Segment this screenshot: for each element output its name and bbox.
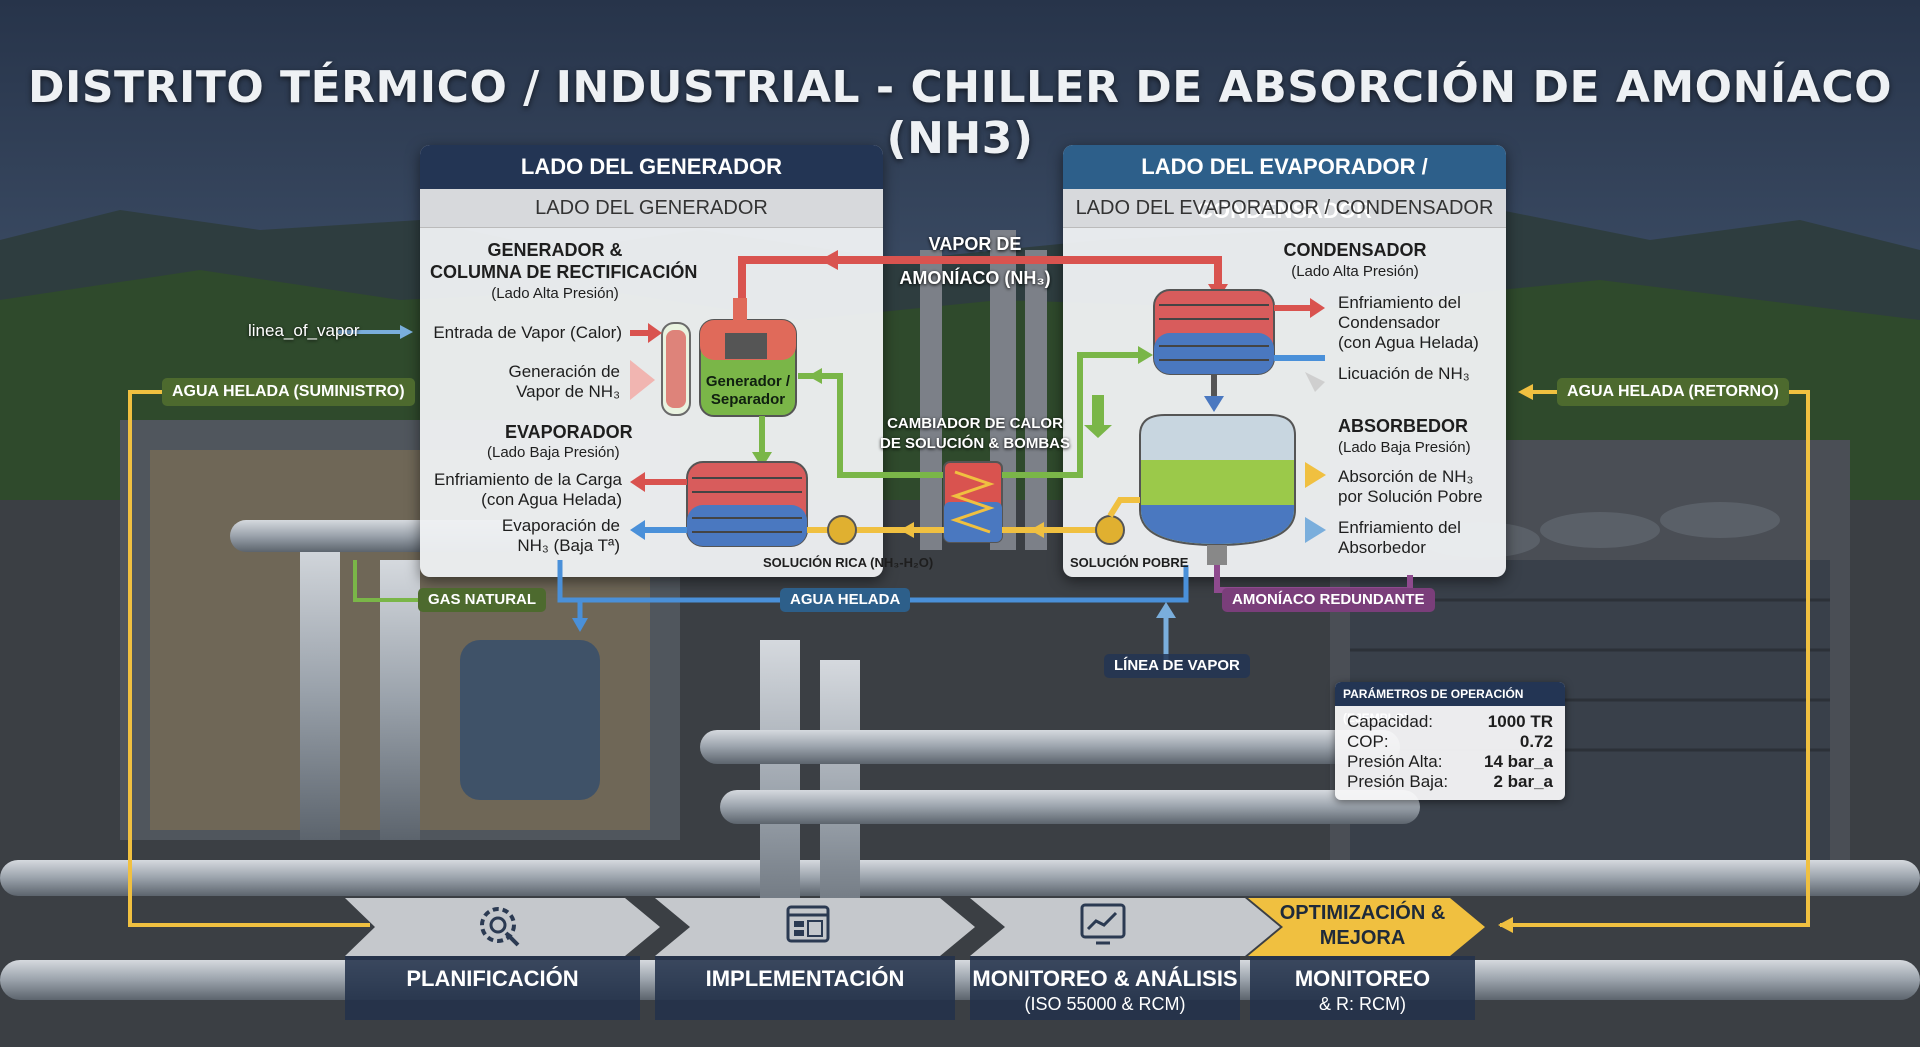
optimization-label-1: OPTIMIZACIÓN & (1279, 902, 1446, 924)
operation-parameters-title: PARÁMETROS DE OPERACIÓN (EJEMPLO) (1335, 682, 1565, 725)
vapor-input-label: Entrada de Vapor (Calor) (433, 323, 622, 342)
evaporation-label-1: Evaporación de (501, 516, 620, 535)
condenser-note: (Lado Alta Presión) (1291, 263, 1419, 280)
chilled-supply-tag: AGUA HELADA (SUMINISTRO) (162, 378, 415, 406)
evaporator-panel: LADO DEL EVAPORADOR / CONDENSADOR LADO D… (1063, 145, 1506, 577)
chilled-return-tag: AGUA HELADA (RETORNO) (1557, 378, 1789, 406)
generator-panel-header: LADO DEL GENERADOR (420, 145, 883, 189)
chilled-water-tag: AGUA HELADA (780, 588, 911, 612)
separator-label-2: Separador (710, 391, 786, 408)
generator-note: (Lado Alta Presión) (491, 285, 619, 302)
generator-title-2: COLUMNA DE RECTIFICACIÓN (430, 262, 698, 282)
chilled-return-loop (1500, 390, 1810, 927)
absorption-label-2: por Solución Pobre (1338, 487, 1483, 506)
step-monitoring-sub: (ISO 55000 & RCM) (1024, 994, 1186, 1014)
condenser-cooling-1: Enfriamiento del (1338, 293, 1461, 312)
heat-exchanger-label-1: CAMBIADOR DE CALOR (887, 415, 1063, 432)
steam-line-tag: LÍNEA DE VAPOR (1104, 654, 1250, 678)
step-planning[interactable]: PLANIFICACIÓN (345, 956, 640, 1020)
evaporator-title: EVAPORADOR (505, 422, 633, 442)
separator-label-1: Generador / (705, 373, 791, 390)
param-row: Capacidad:1000 TR (1347, 712, 1553, 731)
param-row: Presión Baja:2 bar_a (1347, 772, 1553, 791)
chilled-supply-loop (128, 390, 375, 927)
redundant-ammonia-tag: AMONÍACO REDUNDANTE (1222, 588, 1435, 612)
poor-solution-pump (1095, 515, 1125, 545)
step-monitoring-label: MONITOREO & ANÁLISIS (972, 966, 1238, 991)
param-row: COP:0.72 (1347, 732, 1553, 751)
optimization-label-2: MEJORA (1319, 927, 1406, 949)
absorber-cooling-2: Absorbedor (1338, 538, 1426, 557)
step-optimization[interactable]: MONITOREO & R: RCM) (1250, 956, 1475, 1020)
vapor-line-code-label: linea_of_vapor (248, 321, 360, 340)
step-implementation[interactable]: IMPLEMENTACIÓN (655, 956, 955, 1020)
step-optimization-sub: & R: RCM) (1319, 994, 1406, 1014)
absorption-label-1: Absorción de NH₃ (1338, 467, 1474, 486)
evaporation-label-2: NH₃ (Baja Tª) (517, 536, 620, 555)
condenser-cooling-2: Condensador (1338, 313, 1441, 332)
heat-exchanger-label-2: DE SOLUCIÓN & BOMBAS (880, 435, 1071, 452)
absorber-title: ABSORBEDOR (1338, 416, 1469, 436)
step-optimization-label: MONITOREO (1294, 966, 1431, 991)
condenser-title: CONDENSADOR (1283, 240, 1427, 260)
step-monitoring[interactable]: MONITOREO & ANÁLISIS (ISO 55000 & RCM) (970, 956, 1240, 1020)
param-row: Presión Alta:14 bar_a (1347, 752, 1553, 771)
generator-panel: LADO DEL GENERADOR LADO DEL GENERADOR (420, 145, 883, 577)
rich-solution-label: SOLUCIÓN RICA (NH₃-H₂O) (763, 555, 934, 570)
step-planning-label: PLANIFICACIÓN (406, 966, 579, 991)
step-implementation-label: IMPLEMENTACIÓN (705, 966, 905, 991)
poor-solution-label: SOLUCIÓN POBRE (1070, 555, 1189, 570)
absorber-cooling-1: Enfriamiento del (1338, 518, 1461, 537)
evaporator-note: (Lado Baja Presión) (487, 444, 620, 461)
operation-parameters-box: PARÁMETROS DE OPERACIÓN (EJEMPLO) Capaci… (1335, 682, 1565, 800)
vapor-generation-label-1: Generación de (508, 362, 620, 381)
generator-panel-subheader: LADO DEL GENERADOR (420, 189, 883, 228)
ammonia-vapor-label-1: VAPOR DE (928, 234, 1022, 254)
ammonia-vapor-label-2: AMONÍACO (NH₃) (899, 268, 1051, 288)
evaporator-panel-subheader: LADO DEL EVAPORADOR / CONDENSADOR (1063, 189, 1506, 228)
natural-gas-tag: GAS NATURAL (418, 588, 547, 612)
load-cooling-label-2: (con Agua Helada) (481, 490, 622, 509)
load-cooling-label-1: Enfriamiento de la Carga (433, 470, 622, 489)
rich-solution-pump (827, 515, 857, 545)
absorber-note: (Lado Baja Presión) (1338, 439, 1471, 456)
ammonia-vapor-pipe (738, 256, 1222, 300)
page-title: DISTRITO TÉRMICO / INDUSTRIAL - CHILLER … (27, 62, 1893, 164)
evaporator-panel-header: LADO DEL EVAPORADOR / CONDENSADOR (1063, 145, 1506, 223)
condenser-cooling-3: (con Agua Helada) (1338, 333, 1479, 352)
generator-title-1: GENERADOR & (487, 240, 623, 260)
liquefaction-label: Licuación de NH₃ (1338, 364, 1470, 383)
vapor-generation-label-2: Vapor de NH₃ (516, 382, 620, 401)
